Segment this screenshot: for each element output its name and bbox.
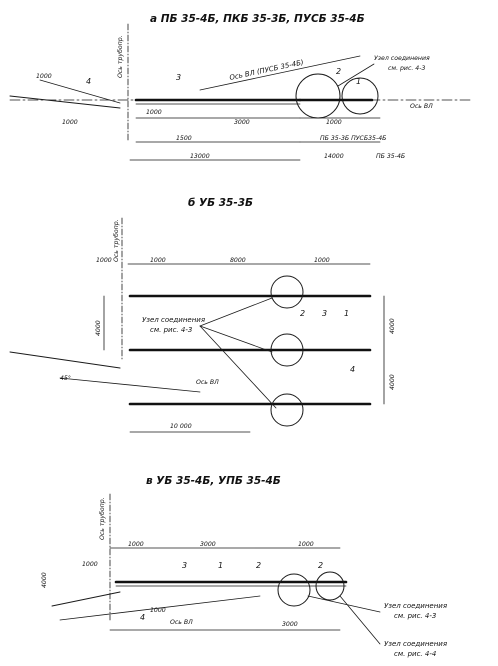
section-a: а ПБ 35-4Б, ПКБ 35-3Б, ПУСБ 35-4Б Ось тр…: [9, 13, 471, 161]
joint-circle-b2: [270, 333, 304, 367]
slope-line-b2: [59, 377, 201, 393]
section-b: б УБ 35-3Б Ось трубопр. 1000 1000 8000 1…: [9, 197, 396, 433]
section-a-dim-7: 14000: [324, 153, 344, 160]
section-c-side-label: Ось трубопр.: [98, 497, 106, 540]
section-b-callout-2: см. рис. 4-3: [150, 326, 192, 334]
joint-circle-c1: [277, 573, 311, 607]
leader-b1: [199, 297, 273, 327]
section-c-callout-4: см. рис. 4-4: [394, 650, 436, 658]
joint-circle-a2: [341, 77, 379, 115]
section-b-callout-1: Узел соединения: [142, 316, 205, 324]
section-c-callout-1: Узел соединения: [384, 602, 447, 610]
section-c-dim-top-2: 3000: [200, 541, 216, 548]
section-a-pos-4: 1: [356, 77, 361, 86]
section-c-axis-label: Ось ВЛ: [170, 619, 193, 626]
section-a-pos-2: 3: [176, 73, 181, 82]
section-a-dim-1: 1000: [36, 73, 52, 80]
section-b-title: б УБ 35-3Б: [188, 197, 253, 209]
section-a-dim-6: 1500: [176, 135, 192, 142]
section-b-dim-left-2: 4000: [95, 320, 102, 336]
section-a-pos-1: 4: [86, 77, 91, 86]
section-c-title: в УБ 35-4Б, УПБ 35-4Б: [146, 475, 281, 487]
section-a-side-label: Ось трубопр.: [116, 35, 124, 78]
section-b-dim-top-2: 8000: [230, 257, 246, 264]
section-a-note-1: ПБ 35-3Б ПУСБ35-4Б: [320, 135, 386, 142]
section-a-pos-3: 2: [336, 67, 341, 76]
slope-line-c: [51, 591, 121, 607]
slope-line-a2: [39, 79, 121, 104]
section-c-pos-2b: 2: [318, 561, 323, 570]
leader-c2: [339, 595, 381, 645]
section-c-dim-left-2: 4000: [41, 572, 48, 588]
section-b-side-label: Ось трубопр.: [112, 219, 120, 262]
section-a-callout-2: Узел соединения: [374, 55, 430, 62]
section-b-dim-bottom: 10 000: [170, 423, 192, 430]
slope-line-a: [9, 95, 121, 109]
section-c-callout-3: Узел соединения: [384, 640, 447, 648]
callout-line-a: [199, 55, 361, 91]
section-b-dim-left: 1000: [96, 257, 112, 264]
section-b-pos-2: 2: [300, 309, 305, 318]
leader-b3: [199, 325, 277, 409]
section-a-title: а ПБ 35-4Б, ПКБ 35-3Б, ПУСБ 35-4Б: [150, 13, 365, 25]
section-c-dim-top-3: 1000: [298, 541, 314, 548]
section-a-axis-label: Ось ВЛ: [410, 103, 433, 110]
section-c-pos-4: 4: [140, 613, 145, 622]
section-c-pos-2a: 2: [256, 561, 261, 570]
joint-circle-a1: [295, 73, 341, 119]
section-a-dim-3: 3000: [234, 119, 250, 126]
section-b-angle: 45°: [60, 374, 71, 382]
section-c: в УБ 35-4Б, УПБ 35-4Б Ось трубопр. 1000 …: [41, 475, 447, 658]
joint-circle-c2: [315, 571, 345, 601]
section-b-dim-right-1: 4000: [389, 318, 396, 334]
leader-c1: [307, 595, 381, 613]
section-b-dim-top-3: 1000: [314, 257, 330, 264]
section-b-pos-3: 3: [322, 309, 327, 318]
section-c-dim-left: 1000: [82, 561, 98, 568]
section-a-dim-total: 13000: [190, 153, 210, 160]
section-c-dim-bottom-2: 3000: [282, 621, 298, 628]
section-b-dim-top-1: 1000: [150, 257, 166, 264]
section-b-pos-4: 4: [350, 365, 355, 374]
section-a-dim-5: 1000: [326, 119, 342, 126]
section-c-pos-3: 3: [182, 561, 187, 570]
section-b-axis-label: Ось ВЛ: [196, 379, 219, 386]
joint-circle-b3: [270, 393, 304, 427]
section-a-dim-4: 1000: [146, 109, 162, 116]
section-a-note-2: ПБ 35-4Б: [376, 153, 405, 160]
section-a-callout-3: см. рис. 4-3: [388, 65, 425, 72]
section-b-pos-1: 1: [344, 309, 349, 318]
slope-line-c2: [59, 595, 261, 621]
section-b-dim-right-2: 4000: [389, 374, 396, 390]
slope-line-b: [9, 351, 121, 369]
section-c-dim-top-1: 1000: [128, 541, 144, 548]
joint-circle-b1: [270, 275, 304, 309]
section-c-pos-1: 1: [218, 561, 223, 570]
leader-a-callout: [337, 63, 375, 87]
section-c-dim-bottom-1: 1000: [150, 607, 166, 614]
leader-b2: [199, 325, 273, 353]
section-c-callout-2: см. рис. 4-3: [394, 612, 436, 620]
section-a-dim-2: 1000: [62, 119, 78, 126]
